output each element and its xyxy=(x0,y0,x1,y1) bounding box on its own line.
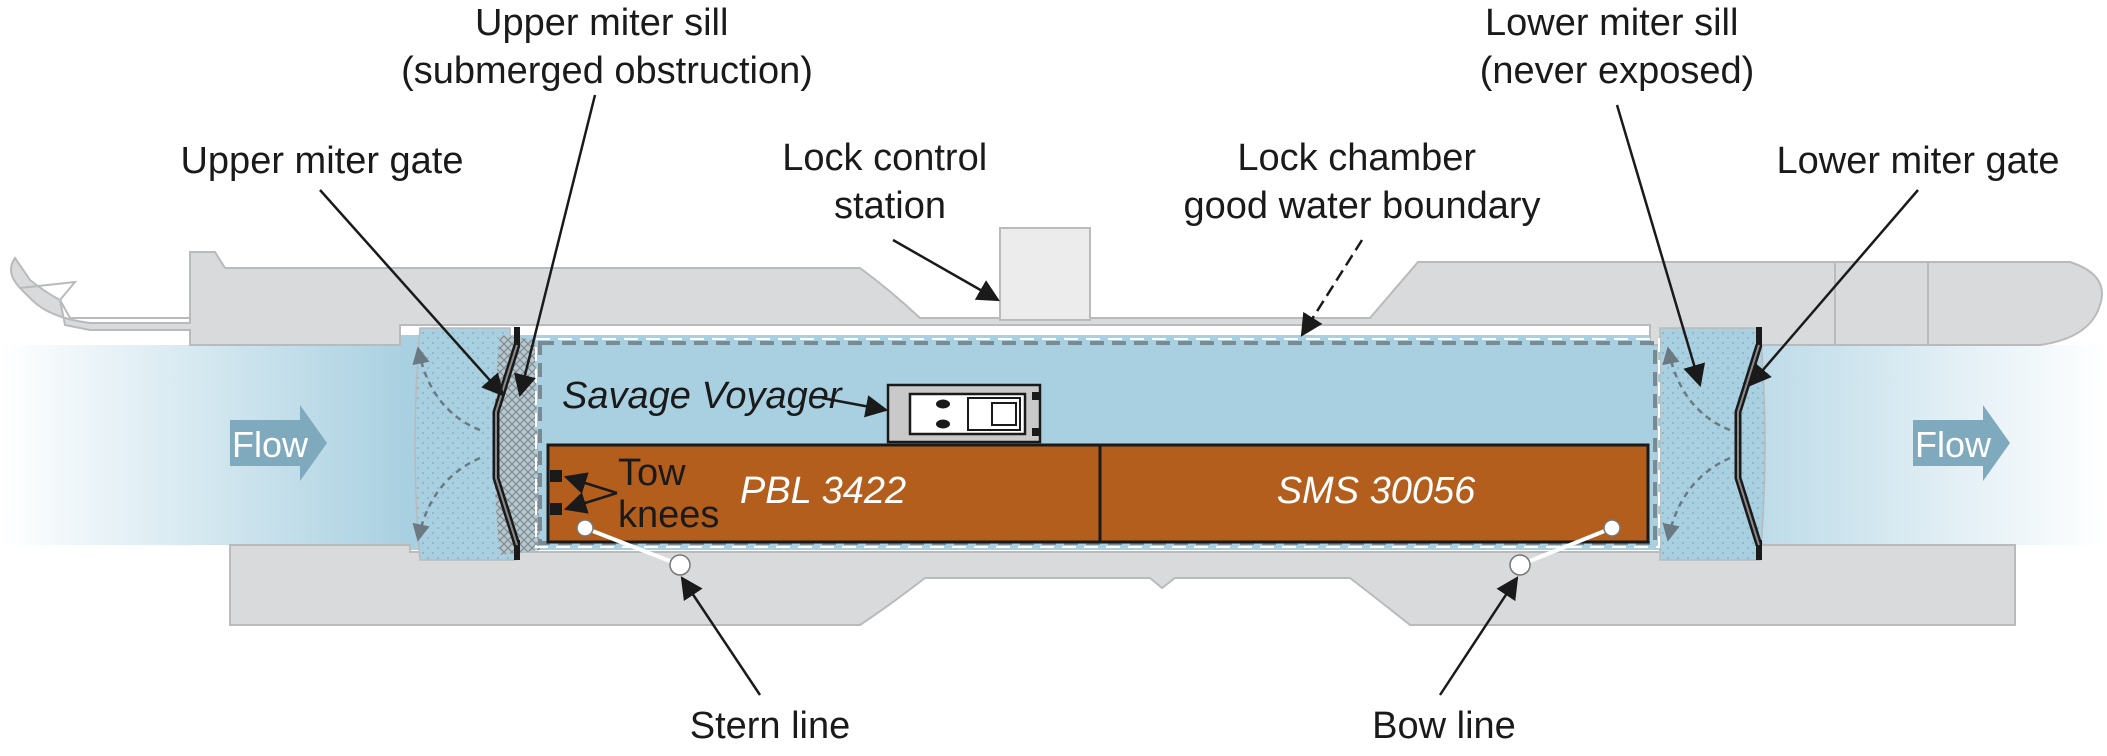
bow-line-leader xyxy=(1438,576,1519,696)
bow-line-label: Bow line xyxy=(1372,705,1516,747)
stern-line-label: Stern line xyxy=(690,705,851,747)
tow-knees-label: Tow knees xyxy=(618,452,719,536)
savage-voyager-label: Savage Voyager xyxy=(562,375,843,417)
lower-gate-post-top xyxy=(1756,327,1762,347)
stern-line-bollard-barge xyxy=(576,519,594,537)
upper-lock-wall xyxy=(10,251,2103,346)
lock-chamber-boundary-inner xyxy=(535,338,1660,548)
upper-wall-notch xyxy=(19,280,190,319)
upper-gate-post-bottom xyxy=(514,540,520,560)
tow-knee-lower xyxy=(550,503,562,515)
barge-pbl-3422-label: PBL 3422 xyxy=(740,470,906,512)
flow-arrow-right xyxy=(1913,405,2010,481)
upper-miter-sill-leader xyxy=(513,94,597,398)
upper-miter-gate-leader xyxy=(319,189,505,397)
upper-gate-post-top xyxy=(514,327,520,347)
lower-miter-sill-leader xyxy=(1615,104,1706,388)
lower-miter-gate-label: Lower miter gate xyxy=(1776,140,2059,182)
stern-line-bollard-wall xyxy=(669,554,691,576)
lower-miter-sill-label: Lower miter sill (never exposed) xyxy=(1480,2,1755,92)
bow-line-bollard-wall xyxy=(1509,554,1531,576)
towboat-savage-voyager xyxy=(886,383,1042,444)
lock-control-station-label: Lock control station xyxy=(782,137,997,227)
upper-flow-curve-top xyxy=(412,346,481,432)
flow-arrow-left xyxy=(230,405,327,481)
upper-flow-curve-bottom xyxy=(412,456,481,542)
tow-knees-pointer-upper xyxy=(563,472,618,495)
savage-voyager-leader xyxy=(821,395,889,418)
stern-line xyxy=(584,526,681,567)
upper-miter-gate-highlight xyxy=(495,344,518,546)
lower-flow-curve-bottom xyxy=(1662,456,1731,542)
lock-chamber-label: Lock chamber good water boundary xyxy=(1183,137,1540,227)
stern-line-leader xyxy=(680,576,762,696)
upper-miter-gate-label: Upper miter gate xyxy=(180,140,463,182)
lower-miter-gate-highlight xyxy=(1737,344,1760,546)
lower-flow-curve-top xyxy=(1662,346,1731,432)
tow-knee-upper xyxy=(550,470,562,482)
upper-miter-sill-label: Upper miter sill (submerged obstruction) xyxy=(401,2,813,92)
tow-knees-pointer-lower xyxy=(563,491,618,514)
lower-gate-post-bottom xyxy=(1756,540,1762,560)
bow-line-bollard-barge xyxy=(1603,519,1621,537)
barge-sms-30056 xyxy=(1098,443,1650,544)
upstream-water xyxy=(0,345,410,545)
lock-chamber-leader xyxy=(1300,239,1364,337)
bow-line xyxy=(1519,526,1613,567)
barge-sms-30056-label: SMS 30056 xyxy=(1277,470,1476,512)
lock-control-station xyxy=(999,227,1091,321)
upper-miter-sill xyxy=(494,335,540,555)
flow-right-label: Flow xyxy=(1915,424,1992,465)
barge-pbl-3422 xyxy=(546,443,1102,544)
lower-miter-gate-leader xyxy=(1748,189,1919,387)
flow-left-label: Flow xyxy=(232,424,309,465)
lock-control-station-leader xyxy=(892,238,1000,302)
